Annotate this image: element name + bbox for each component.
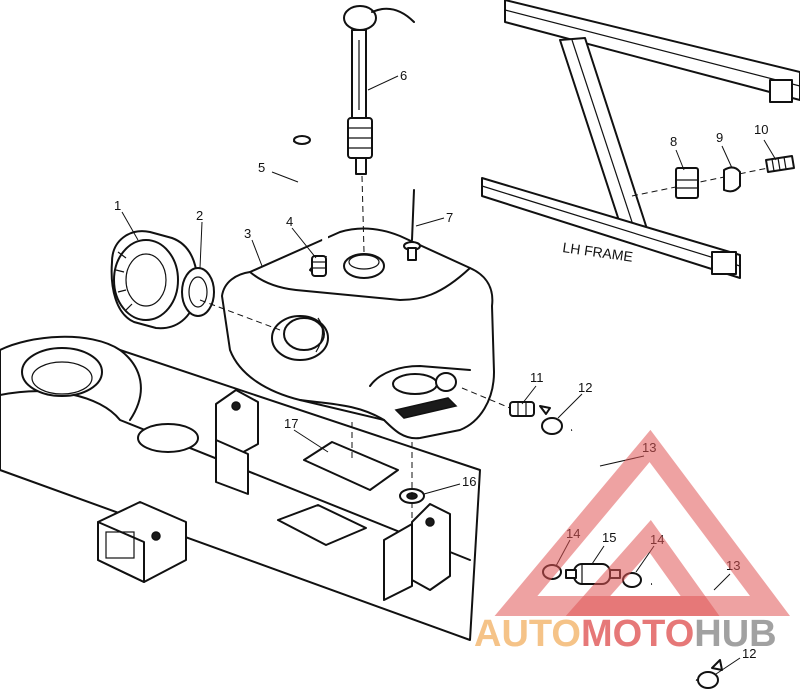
watermark-text: AUTOMOTOHUB [474, 613, 777, 655]
hose-clamp-upper [539, 405, 563, 435]
right-tank-bracket [383, 503, 451, 601]
fuel-outlet-fitting [509, 401, 535, 417]
callout-12-lower: 12 [742, 646, 756, 661]
callout-5: 5 [258, 160, 265, 175]
callout-7: 7 [446, 210, 453, 225]
fuel-hose-lower [638, 579, 742, 684]
mount-pin [403, 189, 421, 261]
fuel-tank [221, 227, 495, 440]
callout-15: 15 [602, 530, 616, 545]
frame-bracket-assembly [631, 155, 795, 199]
watermark-moto: MOTO [581, 613, 694, 655]
callout-3: 3 [244, 226, 251, 241]
vent-hose [291, 135, 329, 257]
callout-6: 6 [400, 68, 407, 83]
automotohub-watermark: AUTOMOTOHUB [474, 429, 790, 655]
callout-8: 8 [670, 134, 677, 149]
hose-clamp-lower [697, 659, 723, 689]
watermark-hub: HUB [694, 613, 776, 655]
cap-gasket [181, 267, 215, 317]
callout-17: 17 [284, 416, 298, 431]
lh-frame: LH FRAME [481, 0, 800, 279]
callout-4: 4 [286, 214, 293, 229]
callout-11: 11 [530, 370, 544, 385]
frame-label: LH FRAME [562, 239, 634, 265]
left-tank-bracket [215, 389, 259, 495]
callout-12-upper: 12 [578, 380, 592, 395]
fuel-gauge-sender [343, 5, 415, 175]
callout-9: 9 [716, 130, 723, 145]
callout-2: 2 [196, 208, 203, 223]
callout-10: 10 [754, 122, 768, 137]
callout-1: 1 [114, 198, 121, 213]
callout-16: 16 [462, 474, 476, 489]
watermark-auto: AUTO [474, 613, 581, 655]
vent-fitting [311, 255, 327, 277]
fuel-hose-upper [498, 423, 610, 578]
